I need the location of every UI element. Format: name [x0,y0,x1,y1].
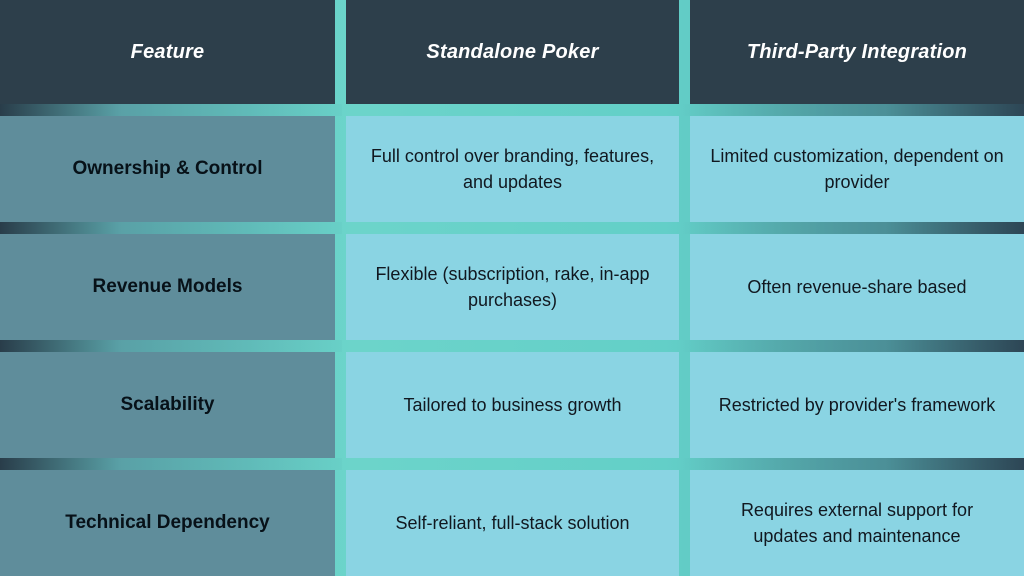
row-divider-shadow-right [680,340,1024,352]
standalone-revenue-models: Flexible (subscription, rake, in-app pur… [346,234,679,340]
third-party-revenue-models: Often revenue-share based [690,234,1024,340]
row-divider-shadow-left [0,458,342,470]
row-divider-shadow-right [680,222,1024,234]
column-header-standalone-poker: Standalone Poker [346,0,679,104]
row-label-technical-dependency: Technical Dependency [0,470,335,576]
row-label-ownership-control: Ownership & Control [0,116,335,222]
third-party-ownership-control: Limited customization, dependent on prov… [690,116,1024,222]
standalone-technical-dependency: Self-reliant, full-stack solution [346,470,679,576]
column-header-third-party-integration: Third-Party Integration [690,0,1024,104]
row-divider-shadow-right [680,104,1024,116]
row-divider-shadow-right [680,458,1024,470]
row-divider-shadow-left [0,104,342,116]
standalone-ownership-control: Full control over branding, features, an… [346,116,679,222]
third-party-scalability: Restricted by provider's framework [690,352,1024,458]
row-divider-shadow-left [0,340,342,352]
row-label-scalability: Scalability [0,352,335,458]
row-label-revenue-models: Revenue Models [0,234,335,340]
standalone-scalability: Tailored to business growth [346,352,679,458]
column-header-feature: Feature [0,0,335,104]
third-party-technical-dependency: Requires external support for updates an… [690,470,1024,576]
row-divider-shadow-left [0,222,342,234]
